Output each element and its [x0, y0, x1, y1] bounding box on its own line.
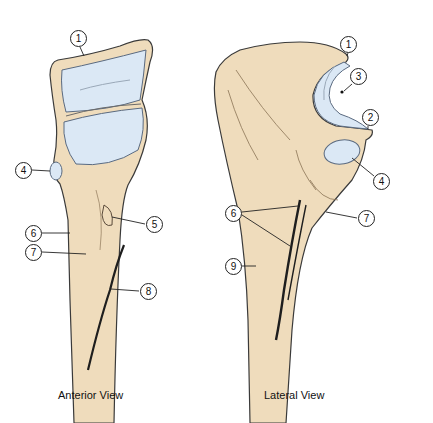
surface-shading — [80, 80, 130, 90]
trochlear-surface — [62, 50, 147, 112]
coronoid-surface — [64, 108, 144, 165]
surface-shading — [324, 66, 335, 100]
callout-number: 5 — [146, 216, 163, 233]
leader-lines — [32, 47, 374, 291]
supinator-crest — [288, 205, 306, 300]
ulna-anterior — [50, 40, 153, 423]
callout-number: 8 — [140, 283, 157, 300]
callout-number: 1 — [70, 30, 87, 47]
callout-number: 6 — [25, 225, 42, 242]
muscle-markings — [228, 70, 338, 200]
view-caption: Anterior View — [58, 389, 123, 401]
radial-notch — [322, 137, 362, 167]
callout-number: 4 — [373, 173, 390, 190]
callout-number: 7 — [25, 244, 42, 261]
callout-number: 2 — [362, 109, 379, 126]
tuberosity — [102, 205, 112, 226]
callout-number: 1 — [340, 36, 357, 53]
radial-notch — [50, 162, 62, 180]
callout-number: 7 — [358, 210, 375, 227]
ridge-line — [66, 104, 141, 116]
callout-number: 3 — [350, 68, 367, 85]
interosseous-border — [88, 245, 124, 370]
callout-number: 9 — [225, 258, 242, 275]
supinator-crest — [276, 200, 300, 340]
view-caption: Lateral View — [264, 389, 324, 401]
point-marker — [340, 90, 343, 93]
ulna-lateral — [214, 42, 372, 423]
bone-shading — [96, 190, 101, 250]
callout-number: 4 — [15, 162, 32, 179]
trochlear-notch — [314, 62, 368, 129]
callout-number: 6 — [225, 205, 242, 222]
